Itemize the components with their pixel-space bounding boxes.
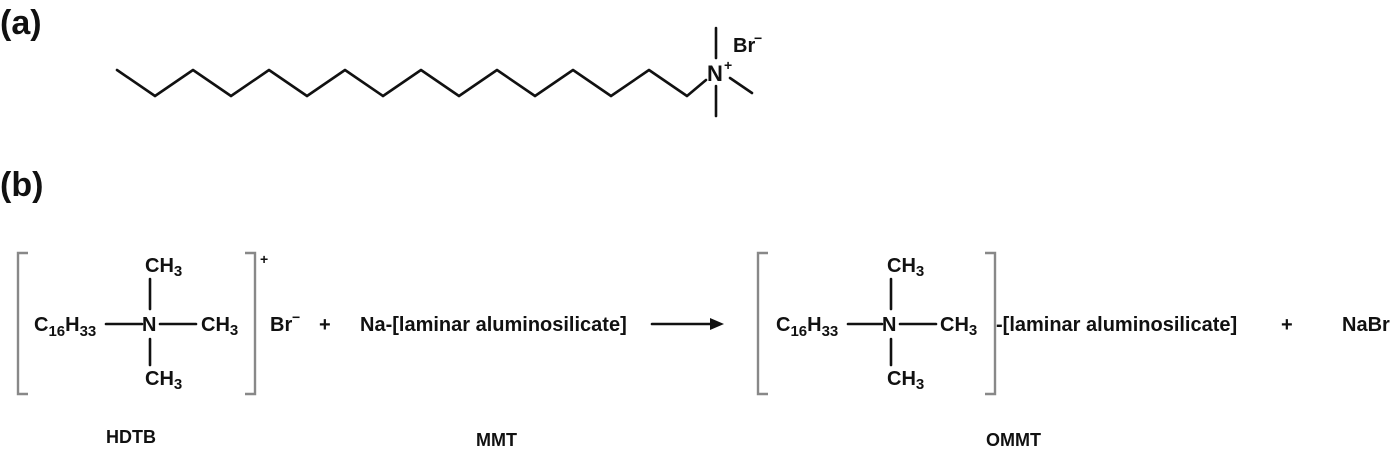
panel-b-label: (b) (0, 166, 43, 204)
bromide-ion: Br (733, 35, 755, 57)
ommt-right-bracket (985, 251, 997, 396)
hexadecyl-chain (115, 68, 708, 98)
mmt-name: MMT (476, 430, 517, 450)
hdtb-methyl-right: CH3 (201, 314, 238, 339)
mmt-formula: Na-[laminar aluminosilicate] (360, 314, 627, 336)
reaction-arrow-head (710, 318, 724, 330)
ommt-nitrogen: N (882, 314, 896, 336)
hdtb-name: HDTB (106, 427, 156, 447)
hdtb-counter-charge: − (292, 309, 300, 325)
ommt-name: OMMT (986, 430, 1041, 450)
hdtb-methyl-bottom: CH3 (145, 368, 182, 393)
n-methyl-bond-right (728, 76, 754, 95)
ammonium-nitrogen: N (707, 61, 723, 86)
hdtb-counter-ion: Br (270, 314, 292, 336)
ommt-methyl-bottom: CH3 (887, 368, 924, 393)
hdtb-left-bracket (16, 251, 28, 396)
bromide-charge: − (754, 30, 762, 46)
hdtb-nitrogen: N (142, 314, 156, 336)
hdtb-methyl-top: CH3 (145, 255, 182, 280)
ommt-methyl-right: CH3 (940, 314, 977, 339)
hdtb-charge: + (260, 251, 268, 267)
ommt-left-bracket (756, 251, 768, 396)
ammonium-charge: + (724, 57, 732, 73)
ommt-suffix: -[laminar aluminosilicate] (996, 314, 1237, 336)
ommt-methyl-top: CH3 (887, 255, 924, 280)
nabr-formula: NaBr (1342, 314, 1390, 336)
hdtb-alkyl-group: C16H33 (34, 314, 96, 340)
ommt-alkyl-group: C16H33 (776, 314, 838, 340)
panel-a-label: (a) (0, 4, 42, 42)
plus-sign-1: + (319, 314, 331, 336)
hdtb-right-bracket (245, 251, 257, 396)
plus-sign-2: + (1281, 314, 1293, 336)
